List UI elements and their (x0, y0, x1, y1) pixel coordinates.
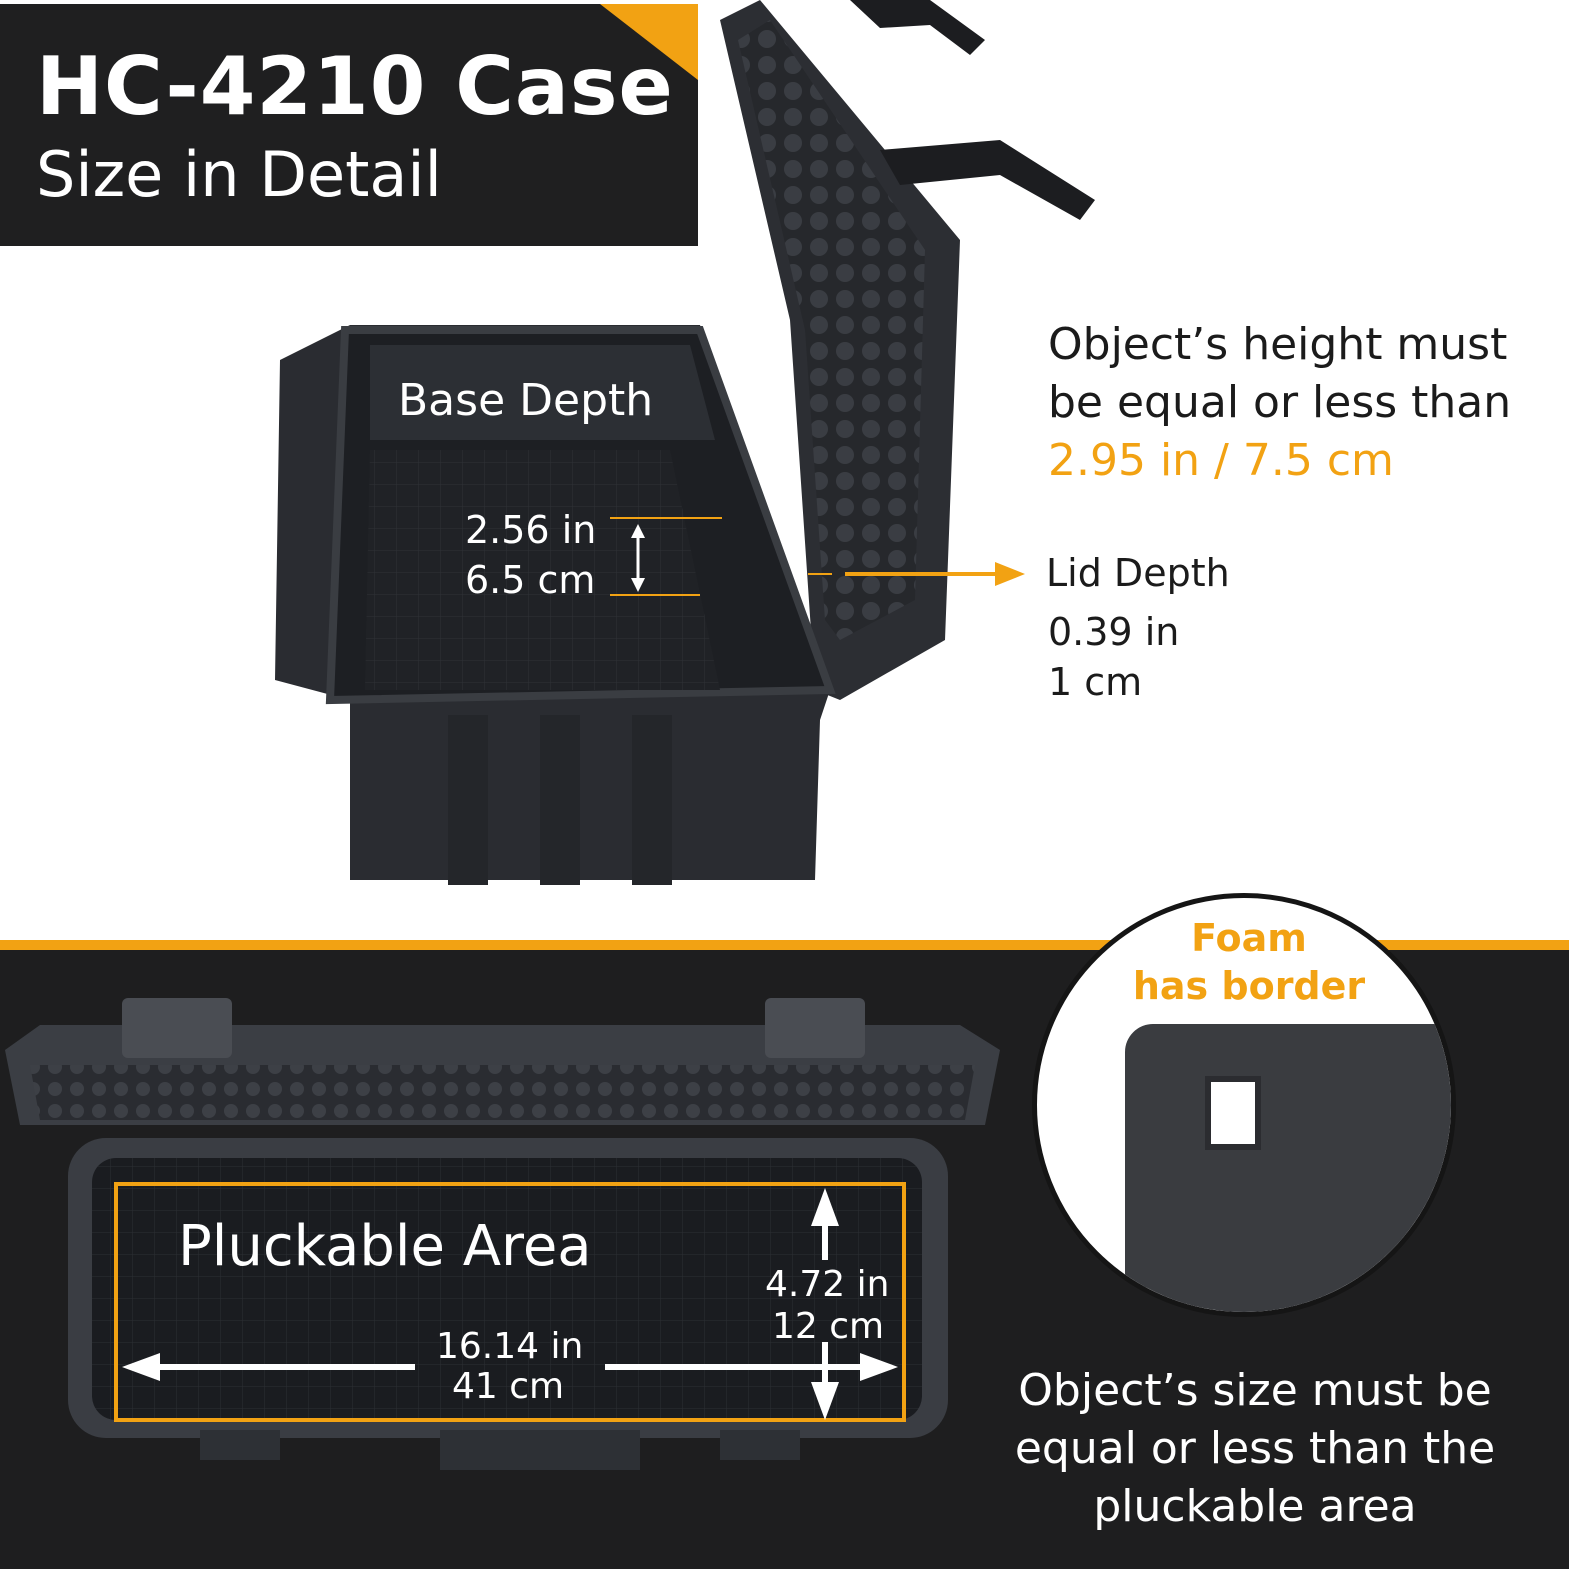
height-note-value: 2.95 in / 7.5 cm (1048, 435, 1394, 486)
base-depth-inches: 2.56 in (465, 508, 597, 552)
pluckable-height-inches: 4.72 in (765, 1264, 890, 1305)
closed-case-top-view (5, 998, 1000, 1470)
title-banner (0, 4, 698, 246)
height-note-line1: Object’s height must (1048, 319, 1508, 370)
product-title: HC-4210 Case (36, 40, 674, 133)
size-note-line3: pluckable area (1093, 1481, 1417, 1532)
foam-note-line2: has border (1132, 964, 1366, 1008)
case-lid (720, 0, 1095, 700)
lid-depth-label: Lid Depth (1046, 551, 1230, 595)
pluckable-area-label: Pluckable Area (178, 1214, 592, 1279)
size-note-line2: equal or less than the (1014, 1423, 1496, 1474)
lid-depth-cm: 1 cm (1048, 660, 1143, 704)
base-depth-label: Base Depth (398, 375, 654, 426)
lid-depth-inches: 0.39 in (1048, 610, 1180, 654)
base-depth-cm: 6.5 cm (465, 558, 596, 602)
foam-corner (1125, 1024, 1451, 1312)
pluckable-height-cm: 12 cm (772, 1306, 885, 1347)
case-base (275, 325, 836, 885)
open-case-illustration (275, 0, 1095, 885)
height-note-line2: be equal or less than (1048, 377, 1512, 428)
pluckable-width-cm: 41 cm (452, 1366, 565, 1407)
foam-detail-magnifier: Foam has border (1032, 893, 1456, 1317)
pluckable-width-inches: 16.14 in (436, 1326, 584, 1367)
product-subtitle: Size in Detail (36, 138, 442, 211)
foam-cutout (1205, 1076, 1261, 1150)
size-note-line1: Object’s size must be (1018, 1365, 1492, 1416)
title-accent-corner (600, 4, 698, 80)
foam-note-line1: Foam (1191, 916, 1307, 960)
